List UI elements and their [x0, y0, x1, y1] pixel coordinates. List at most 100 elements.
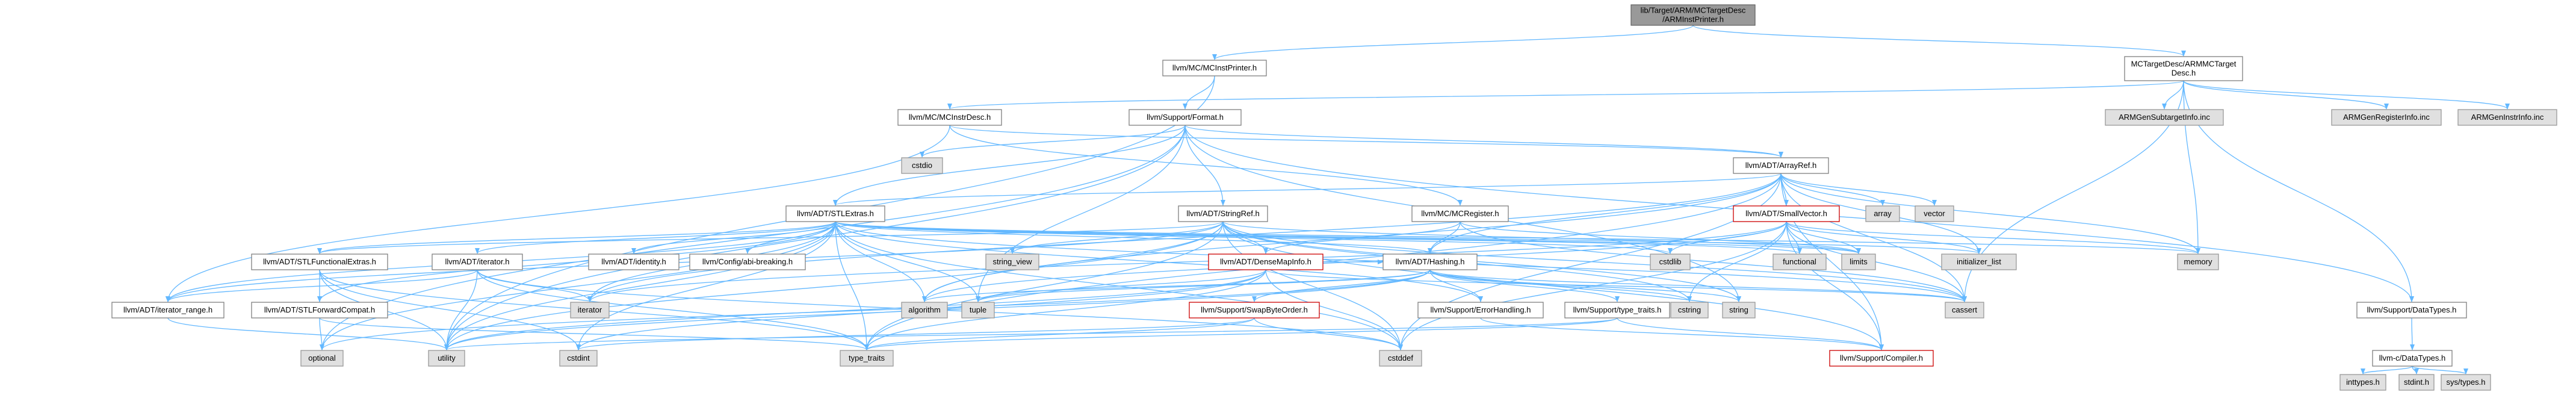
node-label: llvm/ADT/DenseMapInfo.h	[1220, 257, 1311, 266]
edge-arrow	[1428, 221, 1461, 254]
edge-arrow	[477, 269, 592, 302]
edge-stringref-to-utility	[444, 221, 1224, 350]
edge-arrow	[631, 221, 836, 254]
node-box	[1630, 4, 1756, 26]
edge-arrow	[2183, 80, 2510, 110]
node-llvm-support-format-h[interactable]: llvm/Support/Format.h	[1129, 109, 1242, 126]
node-llvm-adt-arrayref-h[interactable]: llvm/ADT/ArrayRef.h	[1733, 157, 1829, 174]
node-llvm-support-errorhandling-h[interactable]: llvm/Support/ErrorHandling.h	[1417, 302, 1544, 319]
node-functional: functional	[1773, 253, 1827, 270]
node-llvm-adt-iterator-range-h[interactable]: llvm/ADT/iterator_range.h	[111, 302, 224, 319]
edge-smallvector-to-iterator	[587, 221, 1787, 302]
node-llvm-adt-identity-h[interactable]: llvm/ADT/identity.h	[588, 253, 680, 270]
node-box	[1733, 205, 1840, 222]
edge-arrow	[1222, 221, 1884, 350]
node-llvm-support-compiler-h[interactable]: llvm/Support/Compiler.h	[1829, 350, 1934, 367]
edge-stringref-to-cassert	[1222, 221, 1967, 302]
node-label: llvm/ADT/iterator_range.h	[123, 305, 212, 314]
edge-arrow	[319, 269, 581, 350]
node-box	[1915, 205, 1954, 222]
edge-arrow	[976, 125, 1186, 302]
node-box	[689, 253, 806, 270]
node-box	[251, 253, 388, 270]
node-box	[1162, 60, 1267, 76]
node-limits: limits	[1841, 253, 1876, 270]
edge-arrow	[920, 125, 1186, 158]
node-box	[1382, 253, 1478, 270]
edge-arrow	[835, 221, 2200, 254]
edge-arrayref-to-compiler	[1780, 173, 1884, 350]
node-box	[2356, 302, 2467, 319]
edge-arrow	[444, 221, 836, 350]
node-label: lib/Target/ARM/MCTargetDesc	[1641, 6, 1746, 15]
node-llvm-support-datatypes-h[interactable]: llvm/Support/DataTypes.h	[2356, 302, 2467, 319]
node-llvm-adt-stlforwardcompat-h[interactable]: llvm/ADT/STLForwardCompat.h	[251, 302, 388, 319]
node-box	[300, 350, 344, 367]
edge-arrow	[835, 221, 1432, 254]
node-stdint-h: stdint.h	[2398, 374, 2435, 391]
node-box	[588, 253, 680, 270]
node-llvm-adt-stlfunctionalextras-h[interactable]: llvm/ADT/STLFunctionalExtras.h	[251, 253, 388, 270]
node-llvm-adt-hashing-h[interactable]: llvm/ADT/Hashing.h	[1382, 253, 1478, 270]
node-llvm-adt-smallvector-h[interactable]: llvm/ADT/SmallVector.h	[1733, 205, 1840, 222]
edge-hashing-to-algorithm	[922, 269, 1431, 302]
edge-arrow	[320, 221, 836, 350]
node-box	[251, 302, 388, 319]
edge-swapbyteorder-to-type_traits	[864, 317, 1255, 350]
node-box	[961, 302, 995, 319]
node-box	[1829, 350, 1934, 367]
node-box	[2177, 253, 2219, 270]
edge-smallvector-to-compiler	[1786, 221, 1884, 350]
node-llvm-support-type-traits-h[interactable]: llvm/Support/type_traits.h	[1564, 302, 1670, 319]
node-label: llvm-c/DataTypes.h	[2379, 353, 2446, 362]
node-box	[897, 109, 1002, 126]
node-llvm-adt-stringref-h[interactable]: llvm/ADT/StringRef.h	[1178, 205, 1268, 222]
edge-arrow	[1617, 317, 1884, 350]
edge-typetraits-to-utility	[444, 317, 1618, 350]
edge-arrow	[1222, 221, 1403, 350]
node-string: string	[1722, 302, 1756, 319]
edge-arrow	[576, 221, 836, 350]
edge-arrow	[1184, 125, 1783, 158]
node-lib-target-arm-mctargetdesc-arminstprinter-h: lib/Target/ARM/MCTargetDesc/ARMInstPrint…	[1630, 4, 1756, 26]
edge-arrayref-to-array	[1780, 173, 1885, 206]
node-box	[432, 253, 523, 270]
edge-arrow	[833, 125, 1186, 206]
edge-arrayref-to-stlextras	[833, 173, 1782, 206]
edge-stlextras-to-stlfunctionalextras	[317, 221, 836, 254]
edge-smallvector-to-cstdlib	[1668, 221, 1787, 254]
node-label: utility	[438, 353, 456, 362]
edge-stringref-to-type_traits	[864, 221, 1224, 350]
edge-mcregister-to-hashing	[1428, 221, 1461, 254]
node-llvm-adt-densemapinfo-h[interactable]: llvm/ADT/DenseMapInfo.h	[1208, 253, 1324, 270]
node-vector: vector	[1915, 205, 1954, 222]
node-llvm-c-datatypes-h[interactable]: llvm-c/DataTypes.h	[2372, 350, 2453, 367]
edge-arrow	[1263, 221, 1461, 254]
node-type-traits: type_traits	[840, 350, 894, 367]
edge-stlforwardcompat-to-optional	[319, 317, 324, 350]
edge-arrow	[1786, 221, 1861, 254]
edge-arrow	[475, 221, 836, 254]
edge-llvmcdatatypes-to-inttypes	[2361, 365, 2413, 375]
node-box	[901, 157, 943, 174]
node-initializer-list: initializer_list	[1941, 253, 2017, 270]
edge-arrow	[864, 317, 1255, 350]
node-label: llvm/Support/DataTypes.h	[2367, 305, 2457, 314]
node-label: llvm/ADT/iterator.h	[445, 257, 510, 266]
node-llvm-mc-mcregister-h[interactable]: llvm/MC/MCRegister.h	[1411, 205, 1509, 222]
edge-arrow	[1780, 173, 1884, 350]
node-llvm-mc-mcinstrdesc-h[interactable]: llvm/MC/MCInstrDesc.h	[897, 109, 1002, 126]
edge-arrow	[166, 269, 478, 302]
node-llvm-config-abi-breaking-h[interactable]: llvm/Config/abi-breaking.h	[689, 253, 806, 270]
node-label: initializer_list	[1957, 257, 2001, 266]
edge-arrow	[167, 317, 449, 350]
node-llvm-support-swapbyteorder-h[interactable]: llvm/Support/SwapByteOrder.h	[1189, 302, 1320, 319]
node-llvm-adt-stlextras-h[interactable]: llvm/ADT/STLExtras.h	[785, 205, 885, 222]
node-llvm-adt-iterator-h[interactable]: llvm/ADT/iterator.h	[432, 253, 523, 270]
edge-armmctargetdesc-to-memory	[2183, 80, 2200, 254]
edge-stlextras-to-hashing	[835, 221, 1432, 254]
node-label: iterator	[578, 305, 602, 314]
node-llvm-mc-mcinstprinter-h[interactable]: llvm/MC/MCInstPrinter.h	[1162, 60, 1267, 76]
node-label: llvm/MC/MCRegister.h	[1421, 209, 1499, 218]
